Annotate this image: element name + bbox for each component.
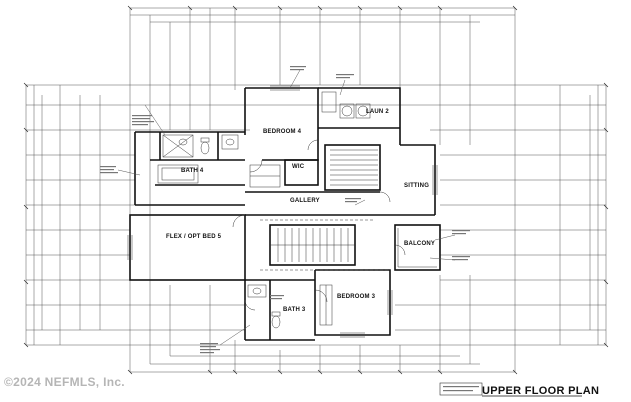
- fixtures: [127, 85, 438, 338]
- annotation-notes: [100, 66, 479, 392]
- room-label-bath-4: BATH 4: [181, 168, 204, 174]
- room-label-laun-2: LAUN 2: [366, 109, 389, 115]
- copyright-watermark: ©2024 NEFMLS, Inc.: [4, 375, 125, 389]
- room-label-balcony: BALCONY: [404, 241, 435, 247]
- walls: [129, 87, 441, 341]
- room-label-wic: WIC: [292, 164, 305, 170]
- room-label-gallery: GALLERY: [290, 198, 320, 204]
- dimension-ticks: [23, 5, 609, 375]
- room-label-flex: FLEX / OPT BED 5: [166, 234, 222, 240]
- room-label-sitting: SITTING: [404, 183, 429, 189]
- title-block: UPPER FLOOR PLAN: [439, 382, 599, 397]
- room-label-bath-3: BATH 3: [283, 307, 306, 313]
- plan-title: UPPER FLOOR PLAN: [482, 385, 599, 397]
- room-labels: BEDROOM 4 LAUN 2 BATH 4 WIC SITTING GALL…: [166, 109, 435, 313]
- dimension-lines: [25, 7, 607, 373]
- room-label-bedroom-4: BEDROOM 4: [263, 129, 302, 135]
- room-label-bedroom-3: BEDROOM 3: [337, 294, 376, 300]
